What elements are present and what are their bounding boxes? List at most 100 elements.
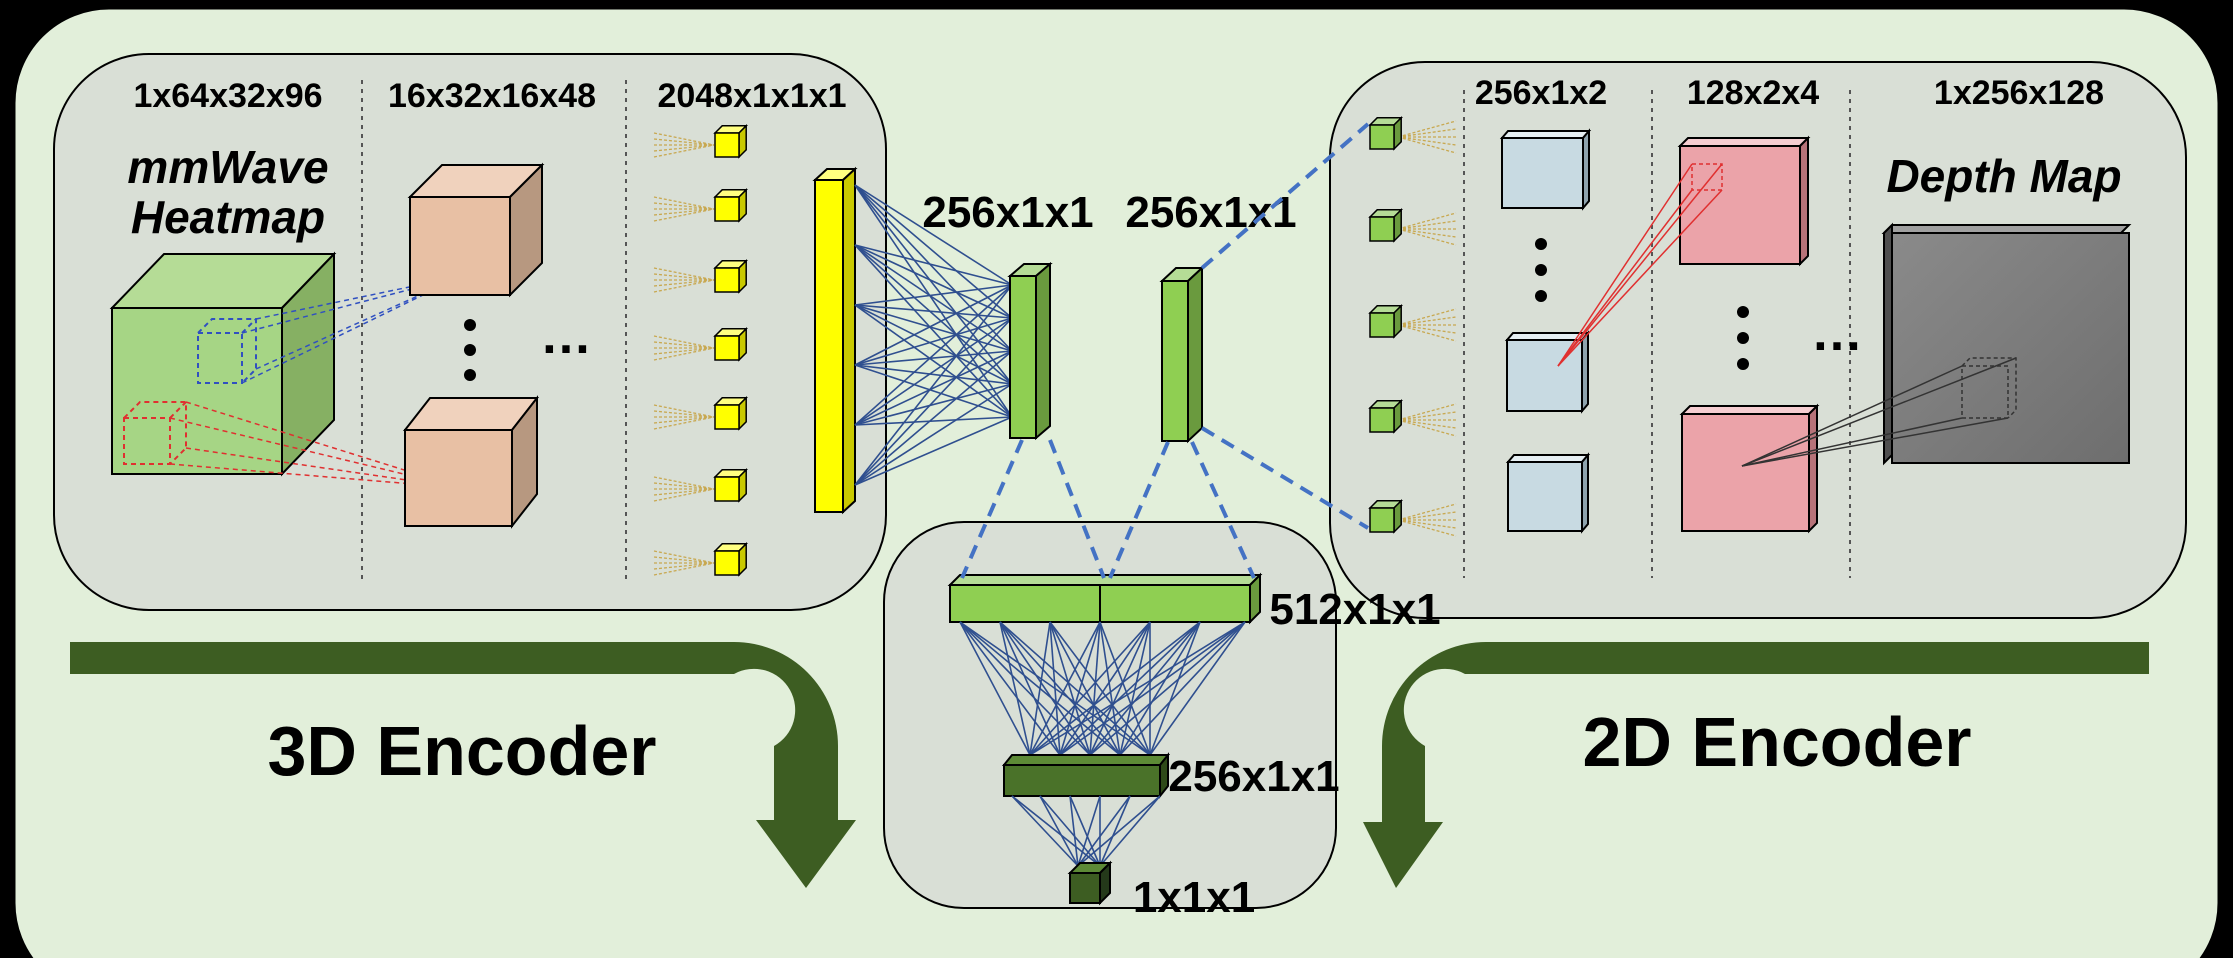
fc-connection (1029, 621, 1051, 756)
dim-label-input-2d: 1x256x128 (1934, 74, 2104, 112)
fc-connection (854, 244, 1013, 286)
feature-square-2d (1499, 128, 1592, 211)
horizontal-ellipsis: … (1811, 304, 1863, 362)
fc-connections-2d (1200, 122, 1370, 530)
fc-connection (1149, 621, 1246, 756)
fc-connection (1077, 795, 1131, 867)
conv-cube-3d (402, 395, 540, 529)
fc-connection (1011, 795, 1079, 867)
encoder-2d-title: 2D Encoder (1583, 703, 1972, 781)
encoder-3d-panel: 1x64x32x96 16x32x16x48 2048x1x1x1 mmWave… (53, 53, 887, 611)
fc-connection (1089, 621, 1201, 756)
fc-connection (854, 304, 1013, 319)
fc-connection (1039, 795, 1079, 867)
fc-connection (1119, 621, 1151, 756)
feature-cubes-2d (1368, 115, 1457, 537)
fc-connection (854, 184, 1013, 385)
feature-cube (1368, 498, 1457, 537)
hidden-dim-label: 256x1x1 (1168, 752, 1339, 801)
feature-cube (653, 326, 749, 362)
fc-connection (1077, 795, 1161, 867)
hidden-feature-bar (1001, 752, 1171, 799)
concat-feature-bar (947, 572, 1263, 625)
output-cube (1067, 860, 1113, 906)
vertical-ellipsis (464, 319, 476, 381)
feature-cube (1368, 115, 1457, 154)
discriminator-panel: 512x1x1 256x1x1 1x1x1 (883, 521, 1441, 922)
fc-connection (1099, 795, 1161, 867)
concat-dim-label: 512x1x1 (1269, 585, 1440, 634)
fc-connection (854, 244, 1013, 418)
fc-connection (959, 621, 1031, 756)
fc-connection (854, 364, 1013, 418)
feature-square-2d (1505, 452, 1591, 534)
feature-cube (1368, 398, 1457, 437)
input-name-line1: mmWave (127, 141, 328, 193)
feature-cube (653, 123, 749, 159)
fc-connection (1059, 621, 1151, 756)
fc-connection (854, 184, 1013, 319)
fc-connection (854, 184, 1013, 418)
fc-dim-label-2d: 256x1x1 (1125, 188, 1296, 237)
discriminator-connections-1 (959, 621, 1246, 756)
fc-connection (854, 244, 1013, 319)
fc-connection (854, 284, 1013, 426)
fc-connection (854, 350, 1013, 486)
fc-connection (1119, 621, 1201, 756)
fc-connection (854, 416, 1013, 486)
feature-cube (653, 467, 749, 503)
fc-connection (854, 317, 1013, 366)
fc-connection (854, 317, 1013, 486)
fc-bar-3d (812, 166, 858, 515)
fc-connection (854, 364, 1013, 385)
fc-connection (854, 184, 1013, 286)
fc-connection (854, 284, 1013, 366)
fc-connection (1089, 621, 1151, 756)
fc-output-2d (1159, 265, 1205, 444)
depth-map-title: Depth Map (1886, 150, 2121, 202)
fc-connection (1011, 795, 1101, 867)
vertical-ellipsis (1737, 306, 1749, 370)
receptive-field-red-2d (1557, 163, 1723, 367)
fc-output-3d (1007, 261, 1053, 441)
input-name-line2: Heatmap (131, 191, 325, 243)
dim-label-features-3d: 2048x1x1x1 (657, 77, 846, 115)
arrow-3d-encoder (70, 642, 856, 888)
fc-connection (1069, 795, 1079, 867)
encoder-2d-panel: 256x1x2 128x2x4 1x256x128 Depth Map (1329, 61, 2187, 619)
concat-connections (960, 439, 1256, 579)
horizontal-ellipsis: … (540, 307, 592, 365)
dim-label-input-3d: 1x64x32x96 (133, 77, 322, 115)
fc-connection (854, 350, 1013, 366)
fc-connection (854, 284, 1013, 306)
fc-connection (1077, 795, 1101, 867)
fc-connection (1099, 795, 1131, 867)
vertical-ellipsis (1535, 238, 1547, 302)
fc-connection (854, 304, 1013, 418)
fc-connection (854, 304, 1013, 385)
fc-connection (854, 383, 1013, 426)
dim-label-conv-2d: 128x2x4 (1687, 74, 1819, 112)
fc-connection (854, 416, 1013, 426)
fc-connection (854, 184, 1013, 352)
fc-connection (1089, 621, 1246, 756)
fc-connection (1029, 621, 1101, 756)
feature-cube (653, 258, 749, 294)
fc-connection (854, 304, 1013, 352)
fc-connection (1069, 795, 1101, 867)
feature-cubes-3d (653, 123, 749, 577)
fc-connection (1119, 621, 1246, 756)
fc-connection (1029, 621, 1151, 756)
fc-connection (1039, 795, 1101, 867)
feature-cube (1368, 303, 1457, 342)
fc-connection (854, 317, 1013, 426)
fc-connection (959, 621, 1061, 756)
fc-connection (1059, 621, 1201, 756)
feature-cube (653, 541, 749, 577)
fc-connection (999, 621, 1031, 756)
fc-connection (1059, 621, 1246, 756)
conv-square-2d (1679, 403, 1820, 534)
fc-connection (854, 244, 1013, 352)
fc-connections-3d (854, 184, 1013, 486)
